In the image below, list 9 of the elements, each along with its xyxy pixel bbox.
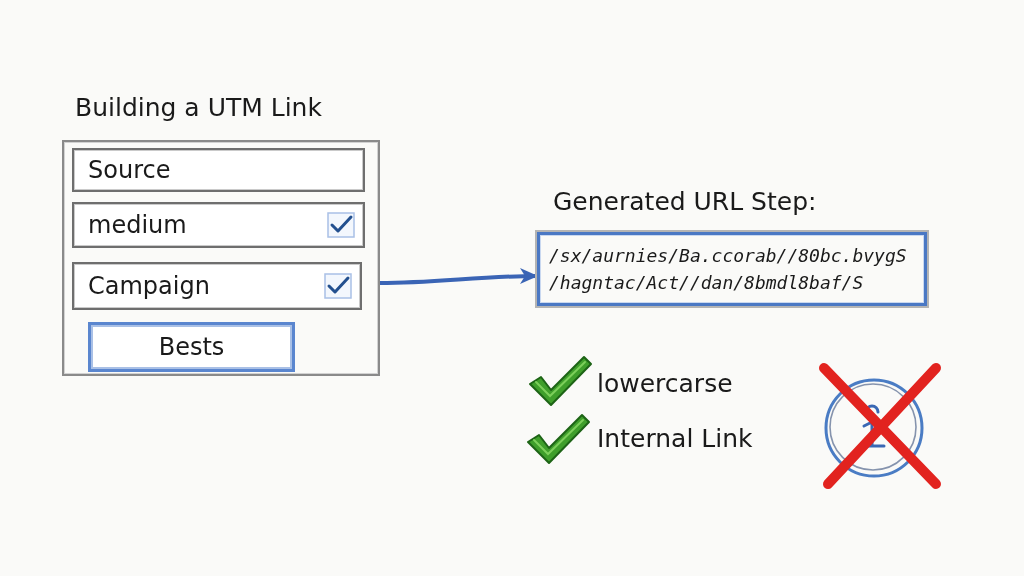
url-text: /sx/aurnies/Ba.ccorab//80bc.bvygS /hagntac/Act//dan/8bmdl8baf/S (549, 244, 908, 295)
action-button: Bests (88, 322, 295, 372)
checklist-text: lowercarse (597, 368, 733, 400)
form-heading: Building a UTM Link (75, 92, 322, 124)
input-field: Source (72, 148, 365, 192)
checklist-text: Internal Link (597, 423, 753, 455)
input-field: medium (72, 202, 365, 248)
panel-heading: Generated URL Step: (553, 186, 817, 218)
input-field: Campaign (72, 262, 362, 310)
